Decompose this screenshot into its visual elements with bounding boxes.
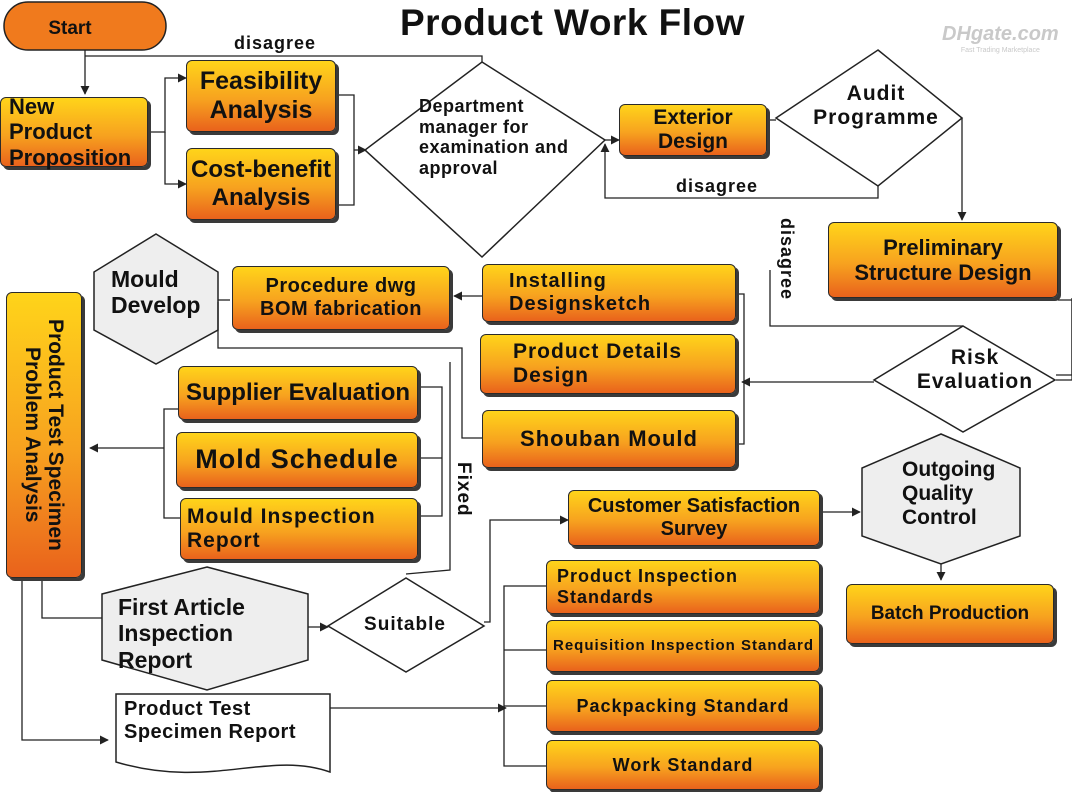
box-shouban-mould: Shouban Mould (482, 410, 736, 468)
edge-label-disagree-vertical: disagree (776, 218, 797, 301)
box-customer-satisfaction-survey: Customer Satisfaction Survey (568, 490, 820, 546)
department-manager-label: Department manager for examination and a… (419, 96, 569, 179)
department-manager-diamond (363, 61, 607, 259)
work-standard-label: Work Standard (612, 754, 754, 775)
edge-label-fixed: Fixed (452, 462, 474, 517)
box-packpacking-standard: Packpacking Standard (546, 680, 820, 732)
risk-evaluation-label: Risk Evaluation (916, 346, 1034, 394)
shouban-mould-label: Shouban Mould (520, 426, 698, 452)
packpacking-standard-label: Packpacking Standard (576, 695, 790, 716)
box-mold-schedule: Mold Schedule (176, 432, 418, 488)
watermark-brand: DHgate.com (942, 23, 1059, 45)
box-installing-designsketch: Installing Designsketch (482, 264, 736, 322)
batch-production-label: Batch Production (870, 603, 1030, 625)
risk-evaluation-diamond (872, 325, 1057, 433)
box-new-product-proposition: New Product Proposition (0, 94, 148, 170)
supplier-evaluation-label: Supplier Evaluation (185, 379, 411, 407)
box-product-test-specimen-problem: Product Test Specimen Problem Analysis (6, 292, 82, 578)
edge-label-disagree-audit: disagree (676, 176, 759, 196)
mould-inspection-report-label: Mould Inspection Report (187, 504, 376, 552)
customer-satisfaction-survey-label: Customer Satisfaction Survey (587, 495, 801, 540)
box-feasibility-analysis: Feasibility Analysis (186, 60, 336, 132)
requisition-inspection-standard-label: Requisition Inspection Standard (553, 637, 815, 655)
product-details-design-label: Product Details Design (513, 339, 683, 387)
mould-develop-label: Mould Develop (111, 266, 201, 319)
mould-develop-hexagon (93, 233, 219, 365)
page-title: Product Work Flow (400, 2, 745, 43)
box-mould-inspection-report: Mould Inspection Report (180, 498, 418, 560)
outgoing-quality-control-label: Outgoing Quality Control (902, 458, 996, 530)
edge-label-disagree-top: disagree (234, 33, 317, 53)
box-preliminary-structure-design: Preliminary Structure Design (828, 222, 1058, 298)
watermark-tagline: Fast Trading Marketplace (960, 47, 1040, 54)
box-product-inspection-standards: Product Inspection Standards (546, 560, 820, 614)
new-product-proposition-label: New Product Proposition (9, 94, 132, 170)
suitable-diamond (326, 577, 486, 673)
product-inspection-standards-label: Product Inspection Standards (557, 566, 739, 607)
box-batch-production: Batch Production (846, 584, 1054, 644)
installing-designsketch-label: Installing Designsketch (509, 270, 652, 315)
exterior-design-label: Exterior Design (653, 105, 733, 153)
box-requisition-inspection-standard: Requisition Inspection Standard (546, 620, 820, 672)
watermark: DHgate.com Fast Trading Marketplace (942, 24, 1059, 54)
audit-programme-label: Audit Programme (813, 82, 939, 130)
box-work-standard: Work Standard (546, 740, 820, 790)
feasibility-analysis-label: Feasibility Analysis (199, 67, 323, 124)
document-shape (115, 693, 331, 774)
first-article-hexagon (101, 566, 309, 691)
first-article-inspection-report-label: First Article Inspection Report (118, 594, 245, 673)
box-product-details-design: Product Details Design (480, 334, 736, 394)
procedure-dwg-label: Procedure dwg BOM fabrication (260, 275, 422, 320)
product-test-specimen-report-label: Product Test Specimen Report (124, 698, 296, 743)
box-exterior-design: Exterior Design (619, 104, 767, 156)
start-label: Start (48, 18, 92, 39)
preliminary-structure-design-label: Preliminary Structure Design (854, 234, 1032, 285)
box-procedure-dwg: Procedure dwg BOM fabrication (232, 266, 450, 330)
box-supplier-evaluation: Supplier Evaluation (178, 366, 418, 420)
mold-schedule-label: Mold Schedule (195, 444, 399, 475)
box-cost-benefit-analysis: Cost-benefit Analysis (186, 148, 336, 220)
cost-benefit-analysis-label: Cost-benefit Analysis (191, 156, 331, 211)
product-test-specimen-problem-label: Product Test Specimen Problem Analysis (21, 319, 68, 551)
suitable-label: Suitable (364, 614, 446, 635)
